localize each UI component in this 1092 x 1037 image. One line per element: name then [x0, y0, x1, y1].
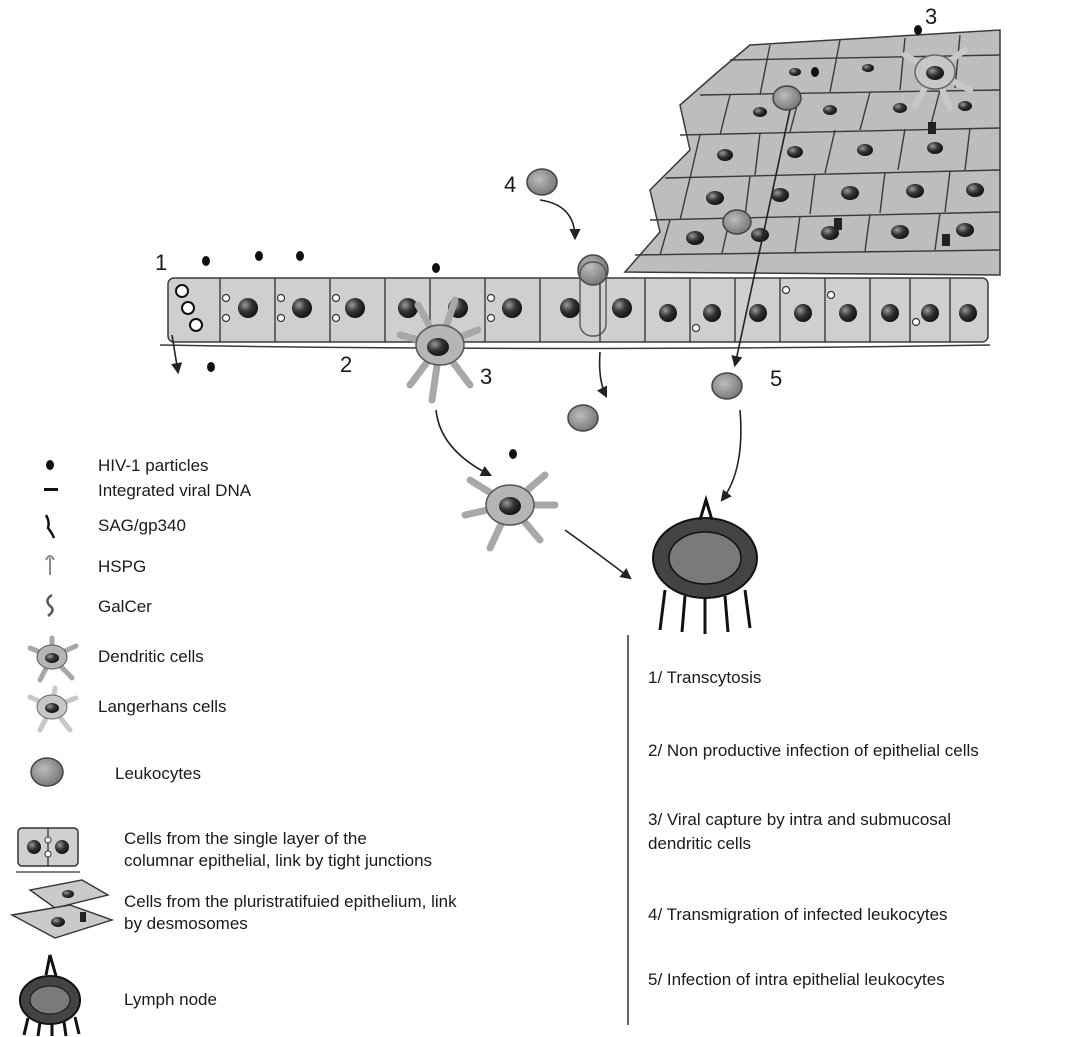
stratified-cells-icon	[12, 880, 112, 938]
hiv-particle-icon	[46, 460, 54, 470]
legend-columnar-line1: Cells from the single layer of the	[124, 829, 367, 849]
columnar-cells-icon	[16, 828, 80, 872]
label-1: 1	[155, 250, 167, 276]
leukocyte-icon	[31, 758, 63, 786]
label-3-intra: 3	[480, 364, 492, 390]
legend-icons	[12, 460, 112, 1036]
step-3-line1: 3/ Viral capture by intra and submucosal	[648, 810, 951, 830]
label-5: 5	[770, 366, 782, 392]
lymph-node-icon	[20, 955, 80, 1036]
legend-stratified-line2: by desmosomes	[124, 914, 248, 934]
dendritic-cell-submucosal	[465, 475, 555, 548]
legend-stratified-line1: Cells from the pluristratifuied epitheli…	[124, 892, 457, 912]
legend-sag-gp340: SAG/gp340	[98, 516, 186, 536]
legend-columnar-line2: columnar epithelial, link by tight junct…	[124, 851, 432, 871]
step-1: 1/ Transcytosis	[648, 668, 761, 688]
legend-dendritic-cells: Dendritic cells	[98, 647, 204, 667]
dendritic-cell-icon	[30, 638, 76, 680]
legend-hspg: HSPG	[98, 557, 146, 577]
label-2: 2	[340, 352, 352, 378]
legend-langerhans-cells: Langerhans cells	[98, 697, 227, 717]
langerhans-cell-icon	[30, 688, 76, 730]
lymph-node	[653, 500, 757, 634]
step-5: 5/ Infection of intra epithelial leukocy…	[648, 970, 945, 990]
columnar-epithelium	[160, 278, 990, 349]
step-2: 2/ Non productive infection of epithelia…	[648, 741, 979, 761]
label-4: 4	[504, 172, 516, 198]
legend-leukocytes: Leukocytes	[115, 764, 201, 784]
galcer-icon	[47, 595, 52, 616]
step-3-line2: dendritic cells	[648, 834, 751, 854]
integrated-dna-icon	[44, 488, 58, 491]
sag-gp340-icon	[46, 515, 54, 538]
legend-integrated-dna: Integrated viral DNA	[98, 481, 251, 501]
legend-lymph-node: Lymph node	[124, 990, 217, 1010]
hspg-icon	[46, 556, 54, 575]
legend-galcer: GalCer	[98, 597, 152, 617]
step-4: 4/ Transmigration of infected leukocytes	[648, 905, 948, 925]
label-3-langerhans: 3	[925, 4, 937, 30]
legend-hiv-particles: HIV-1 particles	[98, 456, 209, 476]
